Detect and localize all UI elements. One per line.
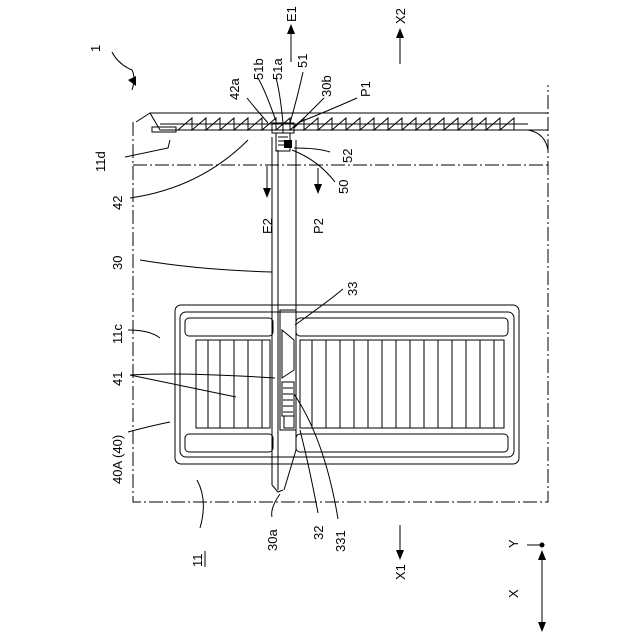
label-x1: X1 <box>393 564 408 580</box>
label-x2: X2 <box>393 8 408 24</box>
label-51a: 51a <box>270 58 285 80</box>
latch-assembly <box>280 310 296 430</box>
label-41: 41 <box>110 372 125 386</box>
label-32: 32 <box>311 526 326 540</box>
label-30: 30 <box>110 256 125 270</box>
plate-30 <box>272 137 296 492</box>
label-y: Y <box>506 539 521 548</box>
label-p1: P1 <box>358 81 373 97</box>
label-30b: 30b <box>319 75 334 97</box>
label-42a: 42a <box>227 78 242 100</box>
label-40a: 40A (40) <box>110 435 125 484</box>
label-33: 33 <box>345 282 360 296</box>
direction-arrows <box>267 30 542 625</box>
grille-frame <box>175 305 519 464</box>
housing-outline <box>133 85 548 502</box>
label-11c: 11c <box>110 324 125 344</box>
top-wall <box>136 113 548 150</box>
label-52: 52 <box>340 149 355 163</box>
label-51b: 51b <box>251 58 266 80</box>
label-51: 51 <box>295 54 310 68</box>
label-e1: E1 <box>284 6 299 22</box>
label-e2: E2 <box>260 218 275 234</box>
label-x: X <box>506 589 521 598</box>
label-11: 11 <box>190 554 205 568</box>
label-1: 1 <box>88 45 103 52</box>
label-11d: 11d <box>93 151 108 172</box>
label-42: 42 <box>110 196 125 210</box>
label-50: 50 <box>336 180 351 194</box>
label-30a: 30a <box>265 529 280 551</box>
label-331: 331 <box>333 530 348 552</box>
label-p2: P2 <box>311 218 326 234</box>
